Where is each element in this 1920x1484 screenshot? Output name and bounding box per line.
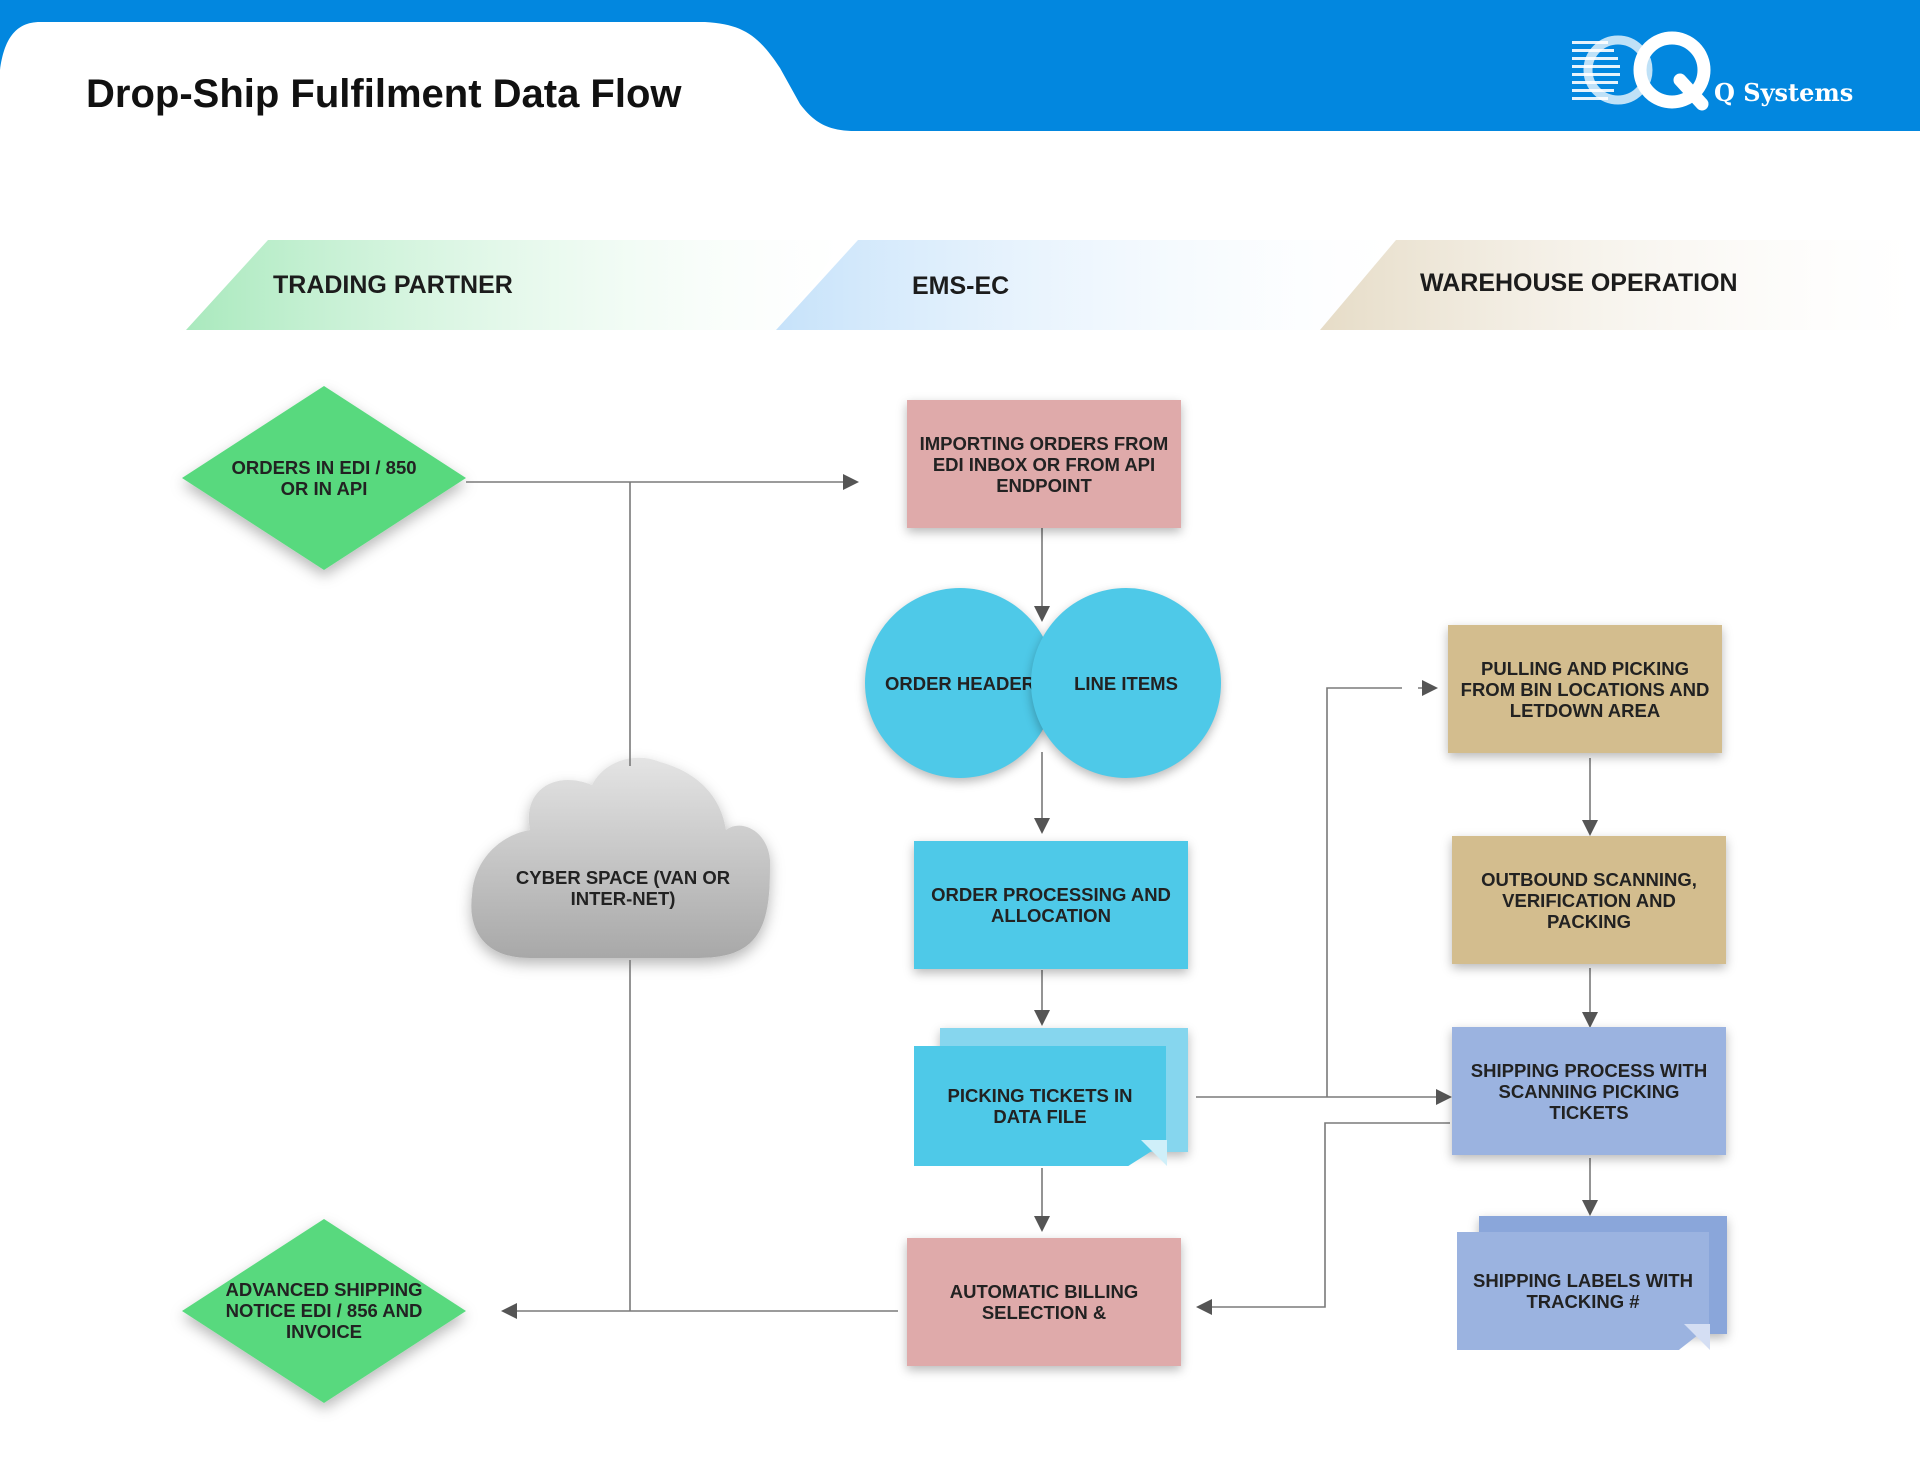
asn-invoice-label: ADVANCED SHIPPING NOTICE EDI / 856 AND I… — [225, 1278, 423, 1342]
diamond-orders-in — [182, 386, 466, 570]
lane-banner-ems-ec — [776, 240, 1395, 330]
node-pulling-picking: PULLING AND PICKING FROM BIN LOCATIONS A… — [1448, 625, 1722, 753]
diamond-asn-invoice — [182, 1219, 466, 1403]
lane-label-warehouse: WAREHOUSE OPERATION — [1420, 269, 1738, 297]
q-systems-logo-icon — [1572, 31, 1711, 111]
node-picking-tickets: PICKING TICKETS IN DATA FILE — [914, 1046, 1166, 1166]
node-line-items: LINE ITEMS — [1031, 588, 1221, 778]
node-outbound-scanning: OUTBOUND SCANNING, VERIFICATION AND PACK… — [1452, 836, 1726, 964]
brand-name: Q Systems — [1714, 78, 1854, 107]
lane-label-ems-ec: EMS-EC — [912, 272, 1010, 300]
lane-banner-trading-partner — [186, 240, 845, 330]
node-importing-orders: IMPORTING ORDERS FROM EDI INBOX OR FROM … — [907, 400, 1181, 528]
node-order-header: ORDER HEADER — [865, 588, 1055, 778]
node-shipping-labels: SHIPPING LABELS WITH TRACKING # — [1457, 1232, 1709, 1350]
node-automatic-billing: AUTOMATIC BILLING SELECTION & — [907, 1238, 1181, 1366]
lane-banner-warehouse — [1320, 240, 1920, 330]
node-shipping-process: SHIPPING PROCESS WITH SCANNING PICKING T… — [1452, 1027, 1726, 1155]
cyber-space-label: CYBER SPACE (VAN OR INTER-NET) — [515, 867, 731, 909]
node-order-processing: ORDER PROCESSING AND ALLOCATION — [914, 841, 1188, 969]
edge-picking-to-pulling — [1326, 687, 1402, 1097]
lane-label-trading-partner: TRADING PARTNER — [273, 271, 513, 299]
cloud-shape — [471, 757, 770, 958]
header-band — [0, 0, 1920, 131]
orders-in-label: ORDERS IN EDI / 850 OR IN API — [231, 457, 417, 499]
picking-tickets-page-curl — [1141, 1140, 1167, 1166]
shipping-labels-page-curl — [1684, 1324, 1710, 1350]
page-title: Drop-Ship Fulfilment Data Flow — [86, 72, 682, 116]
edge-shipping-to-billing — [1196, 1122, 1450, 1315]
